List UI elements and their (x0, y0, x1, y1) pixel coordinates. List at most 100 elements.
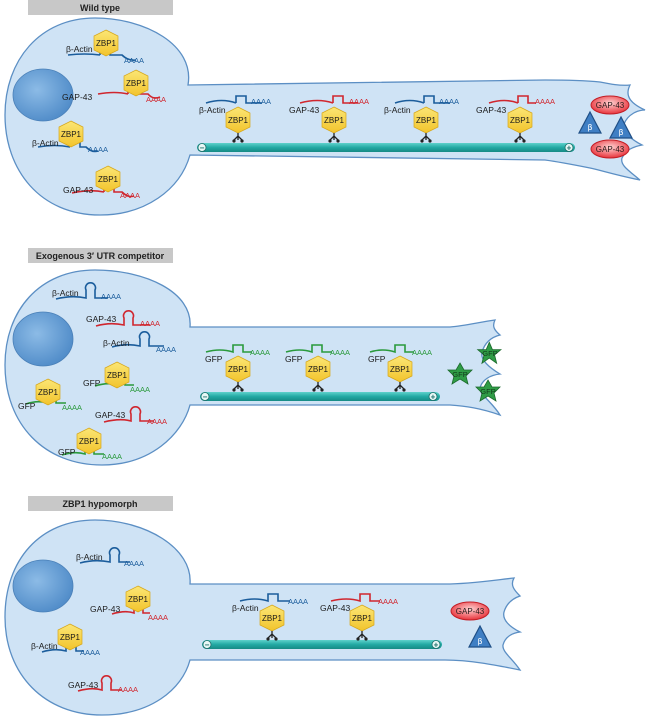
soma-mrnp-3: ZBP1 β-Actin AAAA (32, 120, 108, 154)
axon-mrnp-4: ZBP1 GAP-43 AAAA (476, 95, 555, 143)
mrna-label: GAP-43 (476, 105, 507, 115)
soma-mrnp-2: ZBP1 GAP-43 AAAA (90, 585, 168, 622)
polya-tail: AAAA (250, 348, 270, 357)
polya-tail: AAAA (130, 385, 150, 394)
polya-tail: AAAA (146, 95, 166, 104)
polya-tail: AAAA (349, 97, 369, 106)
soma-mrnp-4: ZBP1 GAP-43 AAAA (63, 165, 140, 200)
polya-tail: AAAA (378, 597, 398, 606)
panel-zbp1-hypomorph: ZBP1 hypomorph − + β-Actin AAAA ZBP1 GAP… (4, 496, 523, 716)
panel-title: Exogenous 3′ UTR competitor (36, 251, 165, 261)
mrna-label: β-Actin (232, 603, 259, 613)
gap43-protein-label: GAP-43 (456, 607, 485, 616)
soma-mrna-1: β-Actin AAAA (76, 547, 144, 568)
zbp1-label: ZBP1 (38, 388, 59, 397)
actin-protein: β (609, 115, 633, 139)
gap43-protein: GAP-43 (450, 601, 490, 621)
mrna-label: GAP-43 (289, 105, 320, 115)
polya-tail: AAAA (118, 685, 138, 694)
gfp-protein-label: GFP (480, 387, 495, 396)
mrna-label: GFP (58, 447, 76, 457)
panel-title: ZBP1 hypomorph (62, 499, 137, 509)
mrna-label: GFP (83, 378, 101, 388)
nucleus (12, 311, 74, 367)
panel-title-bar (28, 496, 173, 511)
panel-wild-type: Wild type − + ZBP1 β-Actin AAAA ZBP1 GAP… (4, 0, 646, 216)
mrna-label: GFP (18, 401, 36, 411)
axon-mrnp-1: ZBP1 β-Actin AAAA (199, 95, 271, 143)
zbp1-label: ZBP1 (416, 116, 437, 125)
microtubule-plus-end (431, 640, 441, 649)
soma-mrnp-3: ZBP1 β-Actin AAAA (31, 623, 100, 657)
soma-mrna-4: GAP-43 AAAA (95, 406, 167, 426)
zbp1-label: ZBP1 (510, 116, 531, 125)
zbp1-label: ZBP1 (98, 175, 119, 184)
polya-tail: AAAA (88, 145, 108, 154)
mrna-label: GFP (368, 354, 386, 364)
polya-tail: AAAA (80, 648, 100, 657)
nucleus (12, 68, 74, 122)
panel-utr-competitor: Exogenous 3′ UTR competitor − + β-Actin … (4, 248, 503, 466)
polya-tail: AAAA (251, 97, 271, 106)
soma-mrnp-2: ZBP1 GAP-43 AAAA (62, 69, 166, 104)
gfp-protein: GFP (447, 362, 473, 385)
microtubule (200, 392, 440, 401)
mrna-label: β-Actin (76, 552, 103, 562)
gap43-protein-label: GAP-43 (596, 101, 625, 110)
zbp1-label: ZBP1 (61, 130, 82, 139)
zbp1-label: ZBP1 (96, 39, 117, 48)
microtubule-plus-end (564, 143, 574, 152)
polya-tail: AAAA (288, 597, 308, 606)
mrna-label: β-Actin (384, 105, 411, 115)
panel-title-bar (28, 248, 173, 263)
mrna-label: GFP (205, 354, 223, 364)
gap43-protein-label: GAP-43 (596, 145, 625, 154)
axon-mrnp-gfp-2: ZBP1 GFP AAAA (285, 344, 350, 392)
polya-tail: AAAA (439, 97, 459, 106)
gfp-protein-label: GFP (452, 370, 467, 379)
polya-tail: AAAA (147, 417, 167, 426)
microtubule-minus-end (200, 392, 210, 401)
microtubule (197, 143, 575, 152)
gfp-protein: GFP (475, 379, 501, 402)
zbp1-label: ZBP1 (79, 437, 100, 446)
microtubule-minus-label: − (205, 641, 210, 650)
zbp1-label: ZBP1 (128, 595, 149, 604)
zbp1-label: ZBP1 (60, 633, 81, 642)
polya-tail: AAAA (62, 403, 82, 412)
soma-mrna-2: GAP-43 AAAA (86, 310, 160, 328)
polya-tail: AAAA (120, 191, 140, 200)
microtubule-plus-end (428, 392, 438, 401)
microtubule-plus-label: + (431, 393, 436, 402)
gap43-protein: GAP-43 (590, 139, 630, 159)
panel-title: Wild type (80, 3, 120, 13)
soma-mrnp-1: ZBP1 β-Actin AAAA (66, 29, 144, 65)
polya-tail: AAAA (101, 292, 121, 301)
neuron-cell-body (4, 269, 503, 466)
polya-tail: AAAA (330, 348, 350, 357)
mrna-label: β-Actin (103, 338, 130, 348)
mrna-label: β-Actin (199, 105, 226, 115)
mrna-label: GFP (285, 354, 303, 364)
gap43-protein: GAP-43 (590, 95, 630, 115)
microtubule-plus-label: + (567, 144, 572, 153)
axon-mrnp-3: ZBP1 β-Actin AAAA (384, 95, 459, 143)
polya-tail: AAAA (535, 97, 555, 106)
zbp1-label: ZBP1 (126, 79, 147, 88)
polya-tail: AAAA (124, 56, 144, 65)
zbp1-label: ZBP1 (228, 116, 249, 125)
microtubule-minus-end (202, 640, 212, 649)
axon-mrnp-1: ZBP1 β-Actin AAAA (232, 593, 308, 641)
polya-tail: AAAA (124, 559, 144, 568)
polya-tail: AAAA (412, 348, 432, 357)
zbp1-label: ZBP1 (308, 365, 329, 374)
mrna-label: β-Actin (66, 44, 93, 54)
mrna-label: GAP-43 (62, 92, 93, 102)
actin-protein-label: β (477, 637, 482, 646)
soma-mrnp-gfp-2: ZBP1 GFP AAAA (18, 378, 82, 412)
actin-protein-label: β (618, 128, 623, 137)
mrna-label: GAP-43 (86, 314, 117, 324)
mrna-label: GAP-43 (90, 604, 121, 614)
microtubule-minus-label: − (200, 144, 205, 153)
microtubule-minus-label: − (203, 393, 208, 402)
